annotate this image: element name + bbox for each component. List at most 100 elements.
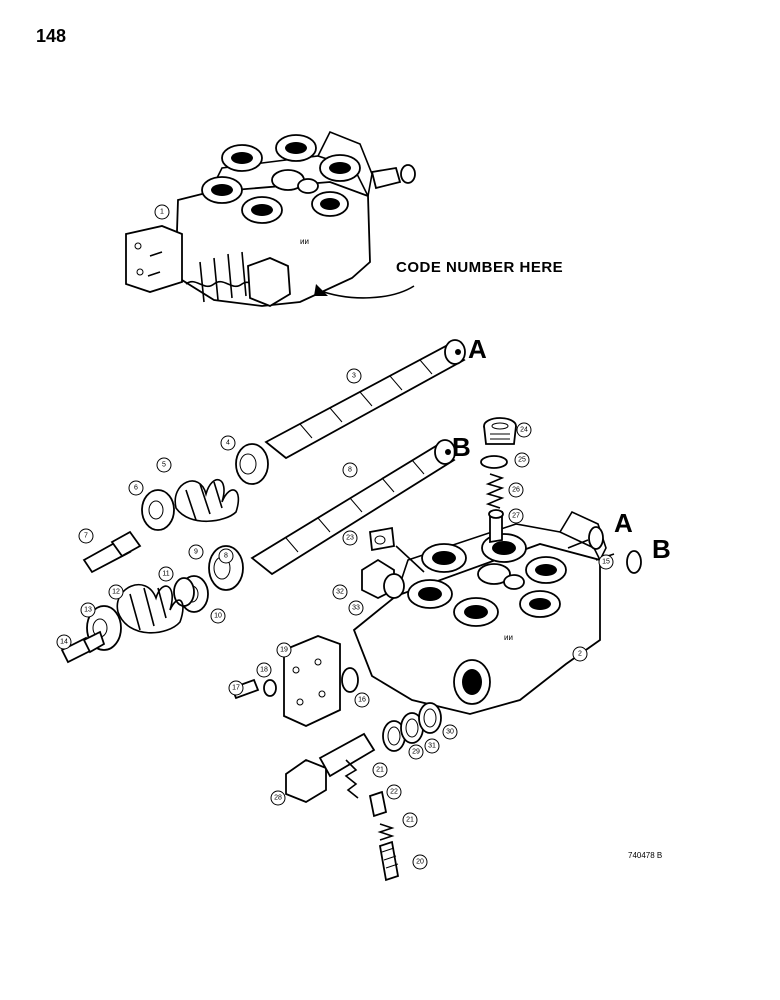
callout-circle <box>210 608 226 624</box>
top-plug-parts <box>480 417 517 544</box>
callout-circle <box>342 462 358 478</box>
callout-label: 4 <box>226 440 230 447</box>
callout-label: 5 <box>162 462 166 469</box>
callout-label: 15 <box>602 559 610 566</box>
callout-c14: 14 <box>56 634 72 650</box>
callout-label: 18 <box>260 667 268 674</box>
callout-label: 8 <box>348 467 352 474</box>
callout-label: 24 <box>520 427 528 434</box>
callout-circle <box>276 642 292 658</box>
callout-circle <box>412 854 428 870</box>
callout-circle <box>514 452 530 468</box>
callout-circle <box>270 790 286 806</box>
callout-label: 8 <box>224 553 228 560</box>
callout-circle <box>220 435 236 451</box>
callout-circle <box>154 204 170 220</box>
valve-body: ᴎᴎ <box>352 510 615 715</box>
callout-label: 27 <box>512 513 520 520</box>
callout-circle <box>408 744 424 760</box>
callout-circle <box>386 784 402 800</box>
callout-c2: 2 <box>572 646 588 662</box>
body-casting-mark: ᴎᴎ <box>504 633 513 642</box>
spool-a <box>264 339 466 460</box>
callout-label: 32 <box>336 589 344 596</box>
callout-circle <box>256 662 272 678</box>
callout-c12: 12 <box>108 584 124 600</box>
callout-layer: 1234567889101112131415161718192021212223… <box>56 204 614 870</box>
callout-c23: 23 <box>342 530 358 546</box>
callout-label: 26 <box>512 487 520 494</box>
lower-left-parts <box>230 635 442 882</box>
callout-c16: 16 <box>354 692 370 708</box>
callout-c32: 32 <box>332 584 348 600</box>
callout-c21b: 21 <box>402 812 418 828</box>
callout-c8a: 8 <box>342 462 358 478</box>
callout-label: 33 <box>352 605 360 612</box>
callout-label: 21 <box>376 767 384 774</box>
callout-circle <box>346 368 362 384</box>
callout-c7: 7 <box>78 528 94 544</box>
letter-b-spool: B <box>452 432 471 462</box>
spool-a-end-parts <box>82 443 269 574</box>
callout-c1: 1 <box>154 204 170 220</box>
callout-label: 2 <box>578 651 582 658</box>
callout-c26: 26 <box>508 482 524 498</box>
callout-c27: 27 <box>508 508 524 524</box>
callout-c22: 22 <box>386 784 402 800</box>
callout-c31: 31 <box>424 738 440 754</box>
callout-c18: 18 <box>256 662 272 678</box>
valve-casting-mark: ᴎᴎ <box>300 237 309 246</box>
callout-label: 7 <box>84 533 88 540</box>
callout-label: 3 <box>352 373 356 380</box>
callout-circle <box>78 528 94 544</box>
callout-c13: 13 <box>80 602 96 618</box>
callout-c5: 5 <box>156 457 172 473</box>
assembled-valve-illustration: ᴎᴎ <box>125 130 416 308</box>
spool-b-end-parts <box>60 545 244 664</box>
callout-c28: 28 <box>270 790 286 806</box>
callout-c33: 33 <box>348 600 364 616</box>
callout-circle <box>156 457 172 473</box>
callout-label: 1 <box>160 209 164 216</box>
callout-label: 10 <box>214 613 222 620</box>
relief-parts-upper <box>361 526 425 600</box>
callout-circle <box>188 544 204 560</box>
callout-label: 31 <box>428 743 436 750</box>
callout-c25: 25 <box>514 452 530 468</box>
letter-b-body: B <box>652 534 671 564</box>
callout-circle <box>598 554 614 570</box>
callout-label: 6 <box>134 485 138 492</box>
callout-c29: 29 <box>408 744 424 760</box>
callout-label: 17 <box>232 685 240 692</box>
callout-c21a: 21 <box>372 762 388 778</box>
oring-a-right <box>588 526 604 550</box>
callout-circle <box>354 692 370 708</box>
callout-circle <box>342 530 358 546</box>
oring-b-right <box>626 550 642 574</box>
callout-circle <box>158 566 174 582</box>
drawing-number: 740478 B <box>628 851 662 860</box>
callout-circle <box>372 762 388 778</box>
callout-label: 30 <box>446 729 454 736</box>
callout-label: 21 <box>406 817 414 824</box>
callout-label: 28 <box>274 795 282 802</box>
callout-c17: 17 <box>228 680 244 696</box>
callout-c6: 6 <box>128 480 144 496</box>
code-number-note: CODE NUMBER HERE <box>396 259 563 276</box>
callout-label: 9 <box>194 549 198 556</box>
callout-circle <box>424 738 440 754</box>
callout-c10: 10 <box>210 608 226 624</box>
letter-a-spool: A <box>468 334 487 364</box>
callout-c3: 3 <box>346 368 362 384</box>
callout-c4: 4 <box>220 435 236 451</box>
callout-label: 16 <box>358 697 366 704</box>
callout-c30: 30 <box>442 724 458 740</box>
callout-circle <box>332 584 348 600</box>
callout-c15: 15 <box>598 554 614 570</box>
callout-circle <box>572 646 588 662</box>
code-number-arrowhead <box>314 284 328 296</box>
callout-circle <box>402 812 418 828</box>
callout-label: 11 <box>162 571 169 578</box>
callout-circle <box>128 480 144 496</box>
